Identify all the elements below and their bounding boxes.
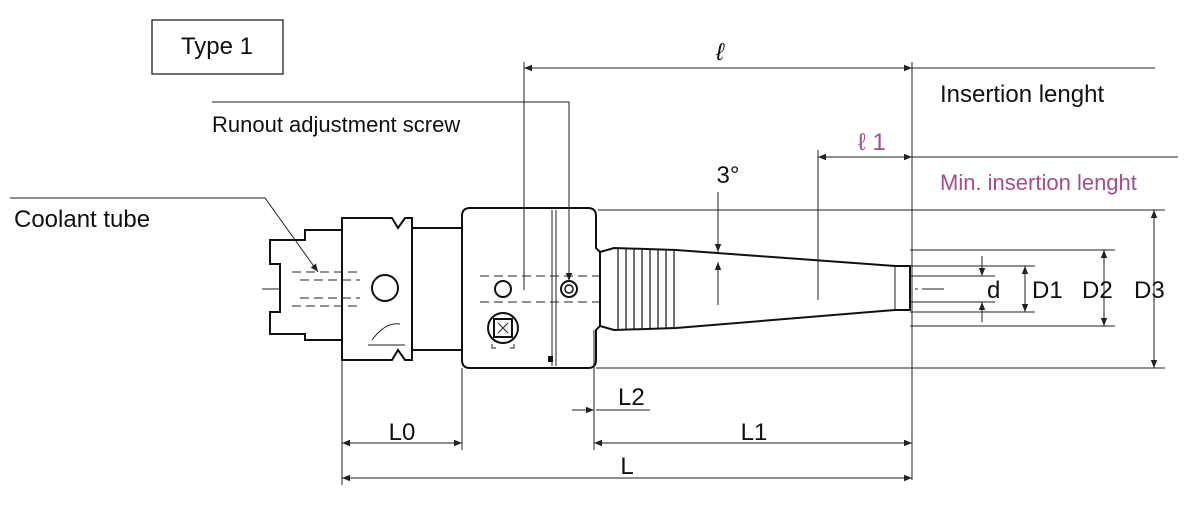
label-ell1: ℓ 1 bbox=[858, 129, 886, 156]
screw-hole bbox=[494, 280, 512, 298]
label-coolant-tube: Coolant tube bbox=[14, 206, 150, 233]
label-D1: D1 bbox=[1032, 277, 1063, 304]
coolant-leader bbox=[10, 197, 319, 273]
label-L: L bbox=[620, 453, 633, 480]
hsk-shank bbox=[269, 229, 343, 341]
label-D3: D3 bbox=[1134, 277, 1165, 304]
cut-detail bbox=[368, 323, 405, 346]
label-D2: D2 bbox=[1082, 277, 1113, 304]
runout-leader bbox=[212, 101, 573, 281]
label-ell: ℓ bbox=[715, 39, 725, 66]
label-L2: L2 bbox=[618, 384, 645, 411]
runout-screw bbox=[560, 280, 578, 298]
label-runout-screw: Runout adjustment screw bbox=[212, 112, 460, 137]
type-label: Type 1 bbox=[181, 33, 253, 60]
label-d: d bbox=[987, 277, 1000, 304]
label-angle: 3° bbox=[717, 162, 740, 189]
label-min-insertion-length: Min. insertion lenght bbox=[940, 170, 1137, 195]
label-insertion-length: Insertion lenght bbox=[940, 81, 1104, 108]
neck bbox=[411, 227, 465, 351]
coolant-hole bbox=[371, 274, 399, 302]
tapered-nose bbox=[599, 246, 911, 332]
label-L1: L1 bbox=[741, 419, 768, 446]
holder-body bbox=[269, 207, 945, 369]
main-body bbox=[461, 207, 601, 369]
grip-rings bbox=[617, 249, 675, 329]
type-box: Type 1 bbox=[151, 19, 284, 75]
label-L0: L0 bbox=[389, 419, 416, 446]
